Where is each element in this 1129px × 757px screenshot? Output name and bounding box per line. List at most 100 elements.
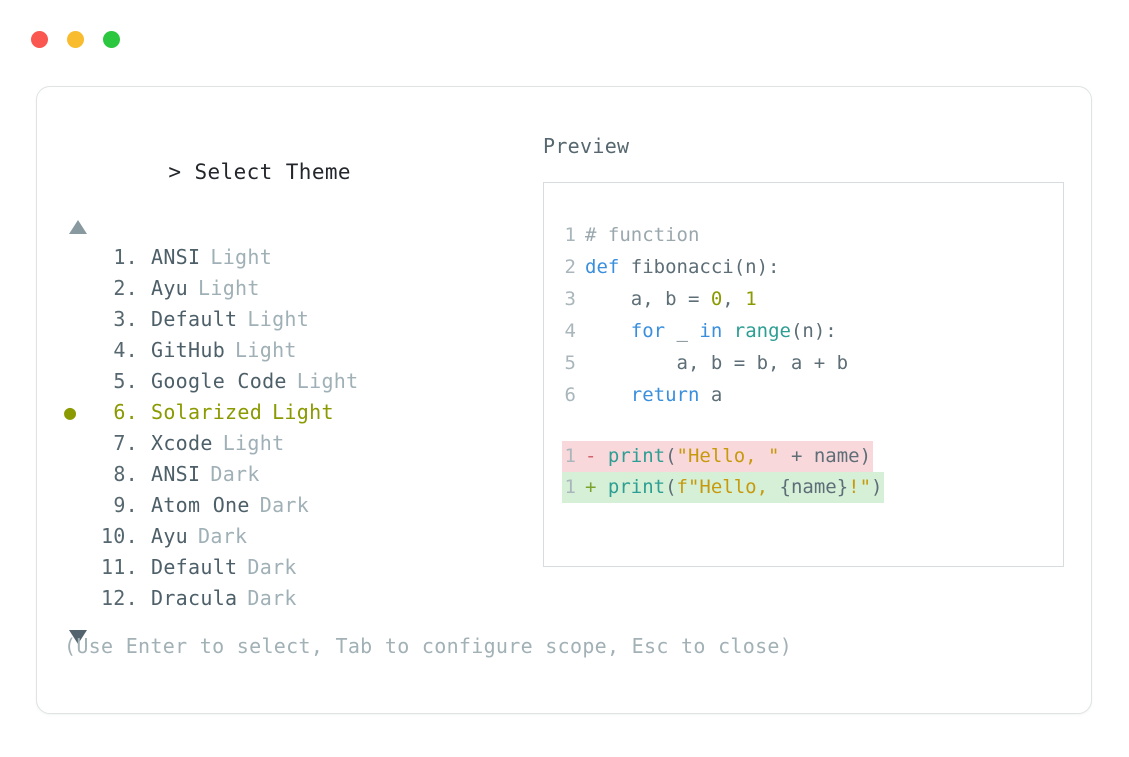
code-token (585, 384, 631, 406)
theme-name: Atom One (151, 493, 250, 517)
code-token: a, b = b, a + b (585, 352, 849, 374)
code-token: + name) (779, 445, 872, 467)
code-token: range (733, 320, 791, 342)
diff-row: 1- print("Hello, " + name) (562, 441, 1063, 472)
prompt-header: > Select Theme (64, 133, 524, 211)
theme-name: Ayu (151, 524, 189, 548)
code-token: ) (871, 476, 883, 498)
line-number: 5 (564, 352, 576, 374)
code-token: print (607, 476, 666, 498)
code-token: fibonacci(n): (619, 256, 780, 278)
theme-index: 6. (113, 400, 138, 424)
scroll-down-icon[interactable] (69, 630, 87, 644)
theme-variant: Light (296, 369, 359, 393)
preview-box: 1 # function 2 def fibonacci(n): 3 a, b = 0,… (543, 182, 1064, 567)
code-sample: 1 # function 2 def fibonacci(n): 3 a, b = 0,… (544, 219, 1063, 411)
code-token: {name} (779, 476, 849, 498)
window-titlebar (0, 0, 1129, 78)
code-token: !" (848, 476, 872, 498)
line-number: 2 (564, 256, 576, 278)
code-token: a (699, 384, 723, 406)
theme-index: 3. (113, 307, 138, 331)
code-token: ( (665, 445, 677, 467)
code-line: 4 for _ in range(n): (562, 315, 1063, 347)
theme-index: 7. (113, 431, 138, 455)
theme-name: Xcode (151, 431, 213, 455)
theme-index: 11. (100, 555, 138, 579)
theme-name: Default (151, 555, 238, 579)
theme-name: ANSI (151, 462, 201, 486)
scroll-up-icon[interactable] (69, 220, 87, 234)
theme-index: 9. (113, 493, 138, 517)
keyboard-hint: (Use Enter to select, Tab to configure s… (64, 634, 793, 658)
theme-variant: Light (198, 276, 260, 300)
code-token: # function (585, 224, 700, 246)
code-line: 6 return a (562, 379, 1063, 411)
theme-name: Default (151, 307, 238, 331)
code-token: print (607, 445, 666, 467)
code-line: 3 a, b = 0, 1 (562, 283, 1063, 315)
code-token: for (630, 320, 666, 342)
preview-label: Preview (543, 134, 630, 158)
line-number: 4 (564, 320, 576, 342)
theme-variant: Light (247, 307, 310, 331)
close-window-button[interactable] (31, 30, 48, 48)
code-token: "Hello, " (676, 445, 780, 467)
code-token: (n): (790, 320, 837, 342)
prompt-caret-icon: > (168, 160, 182, 184)
diff-removed-line: 1- print("Hello, " + name) (562, 441, 874, 472)
code-token: f"Hello, (676, 476, 780, 498)
theme-index: 8. (113, 462, 138, 486)
theme-list-item[interactable]: 10. Ayu Dark (64, 521, 524, 552)
theme-variant: Dark (198, 524, 248, 548)
theme-list-item[interactable]: 4. GitHub Light (64, 335, 524, 366)
code-token: def (585, 256, 620, 278)
line-number: 1 (564, 445, 576, 467)
theme-name: ANSI (151, 245, 201, 269)
line-number: 6 (564, 384, 576, 406)
code-token: in (699, 320, 723, 342)
window-controls (31, 30, 120, 48)
theme-name: Dracula (151, 586, 238, 610)
diff-minus-icon: - (585, 445, 608, 467)
line-number: 3 (564, 288, 576, 310)
minimize-window-button[interactable] (67, 30, 84, 48)
theme-variant: Dark (247, 586, 297, 610)
maximize-window-button[interactable] (103, 30, 120, 48)
diff-row: 1 + print(f"Hello, {name}!") (562, 472, 1063, 503)
theme-variant: Light (272, 400, 334, 424)
theme-index: 5. (113, 369, 138, 393)
theme-list-item[interactable]: 8. ANSI Dark (64, 459, 524, 490)
code-token (585, 320, 631, 342)
diff-added-line: 1 + print(f"Hello, {name}!") (562, 472, 885, 503)
theme-variant: Light (235, 338, 297, 362)
theme-list-item[interactable]: 3. Default Light (64, 304, 524, 335)
theme-index: 4. (113, 338, 138, 362)
preview-panel: Preview 1 # function 2 def fibonacci(n): 3 a… (543, 133, 1068, 567)
code-token: 1 (745, 288, 757, 310)
diff-plus-icon: + (585, 476, 608, 498)
line-number: 1 (564, 476, 576, 498)
code-token: a, b = (585, 288, 711, 310)
page-title: Select Theme (194, 160, 351, 184)
theme-variant: Dark (210, 462, 260, 486)
code-line: 5 a, b = b, a + b (562, 347, 1063, 379)
code-token: _ (665, 320, 700, 342)
theme-index: 10. (100, 524, 138, 548)
theme-variant: Light (210, 245, 273, 269)
theme-name: GitHub (151, 338, 226, 362)
code-token: ( (665, 476, 677, 498)
line-number: 1 (564, 224, 576, 246)
theme-name: Solarized (151, 400, 263, 424)
code-line: 2 def fibonacci(n): (562, 251, 1063, 283)
code-token (722, 320, 733, 342)
